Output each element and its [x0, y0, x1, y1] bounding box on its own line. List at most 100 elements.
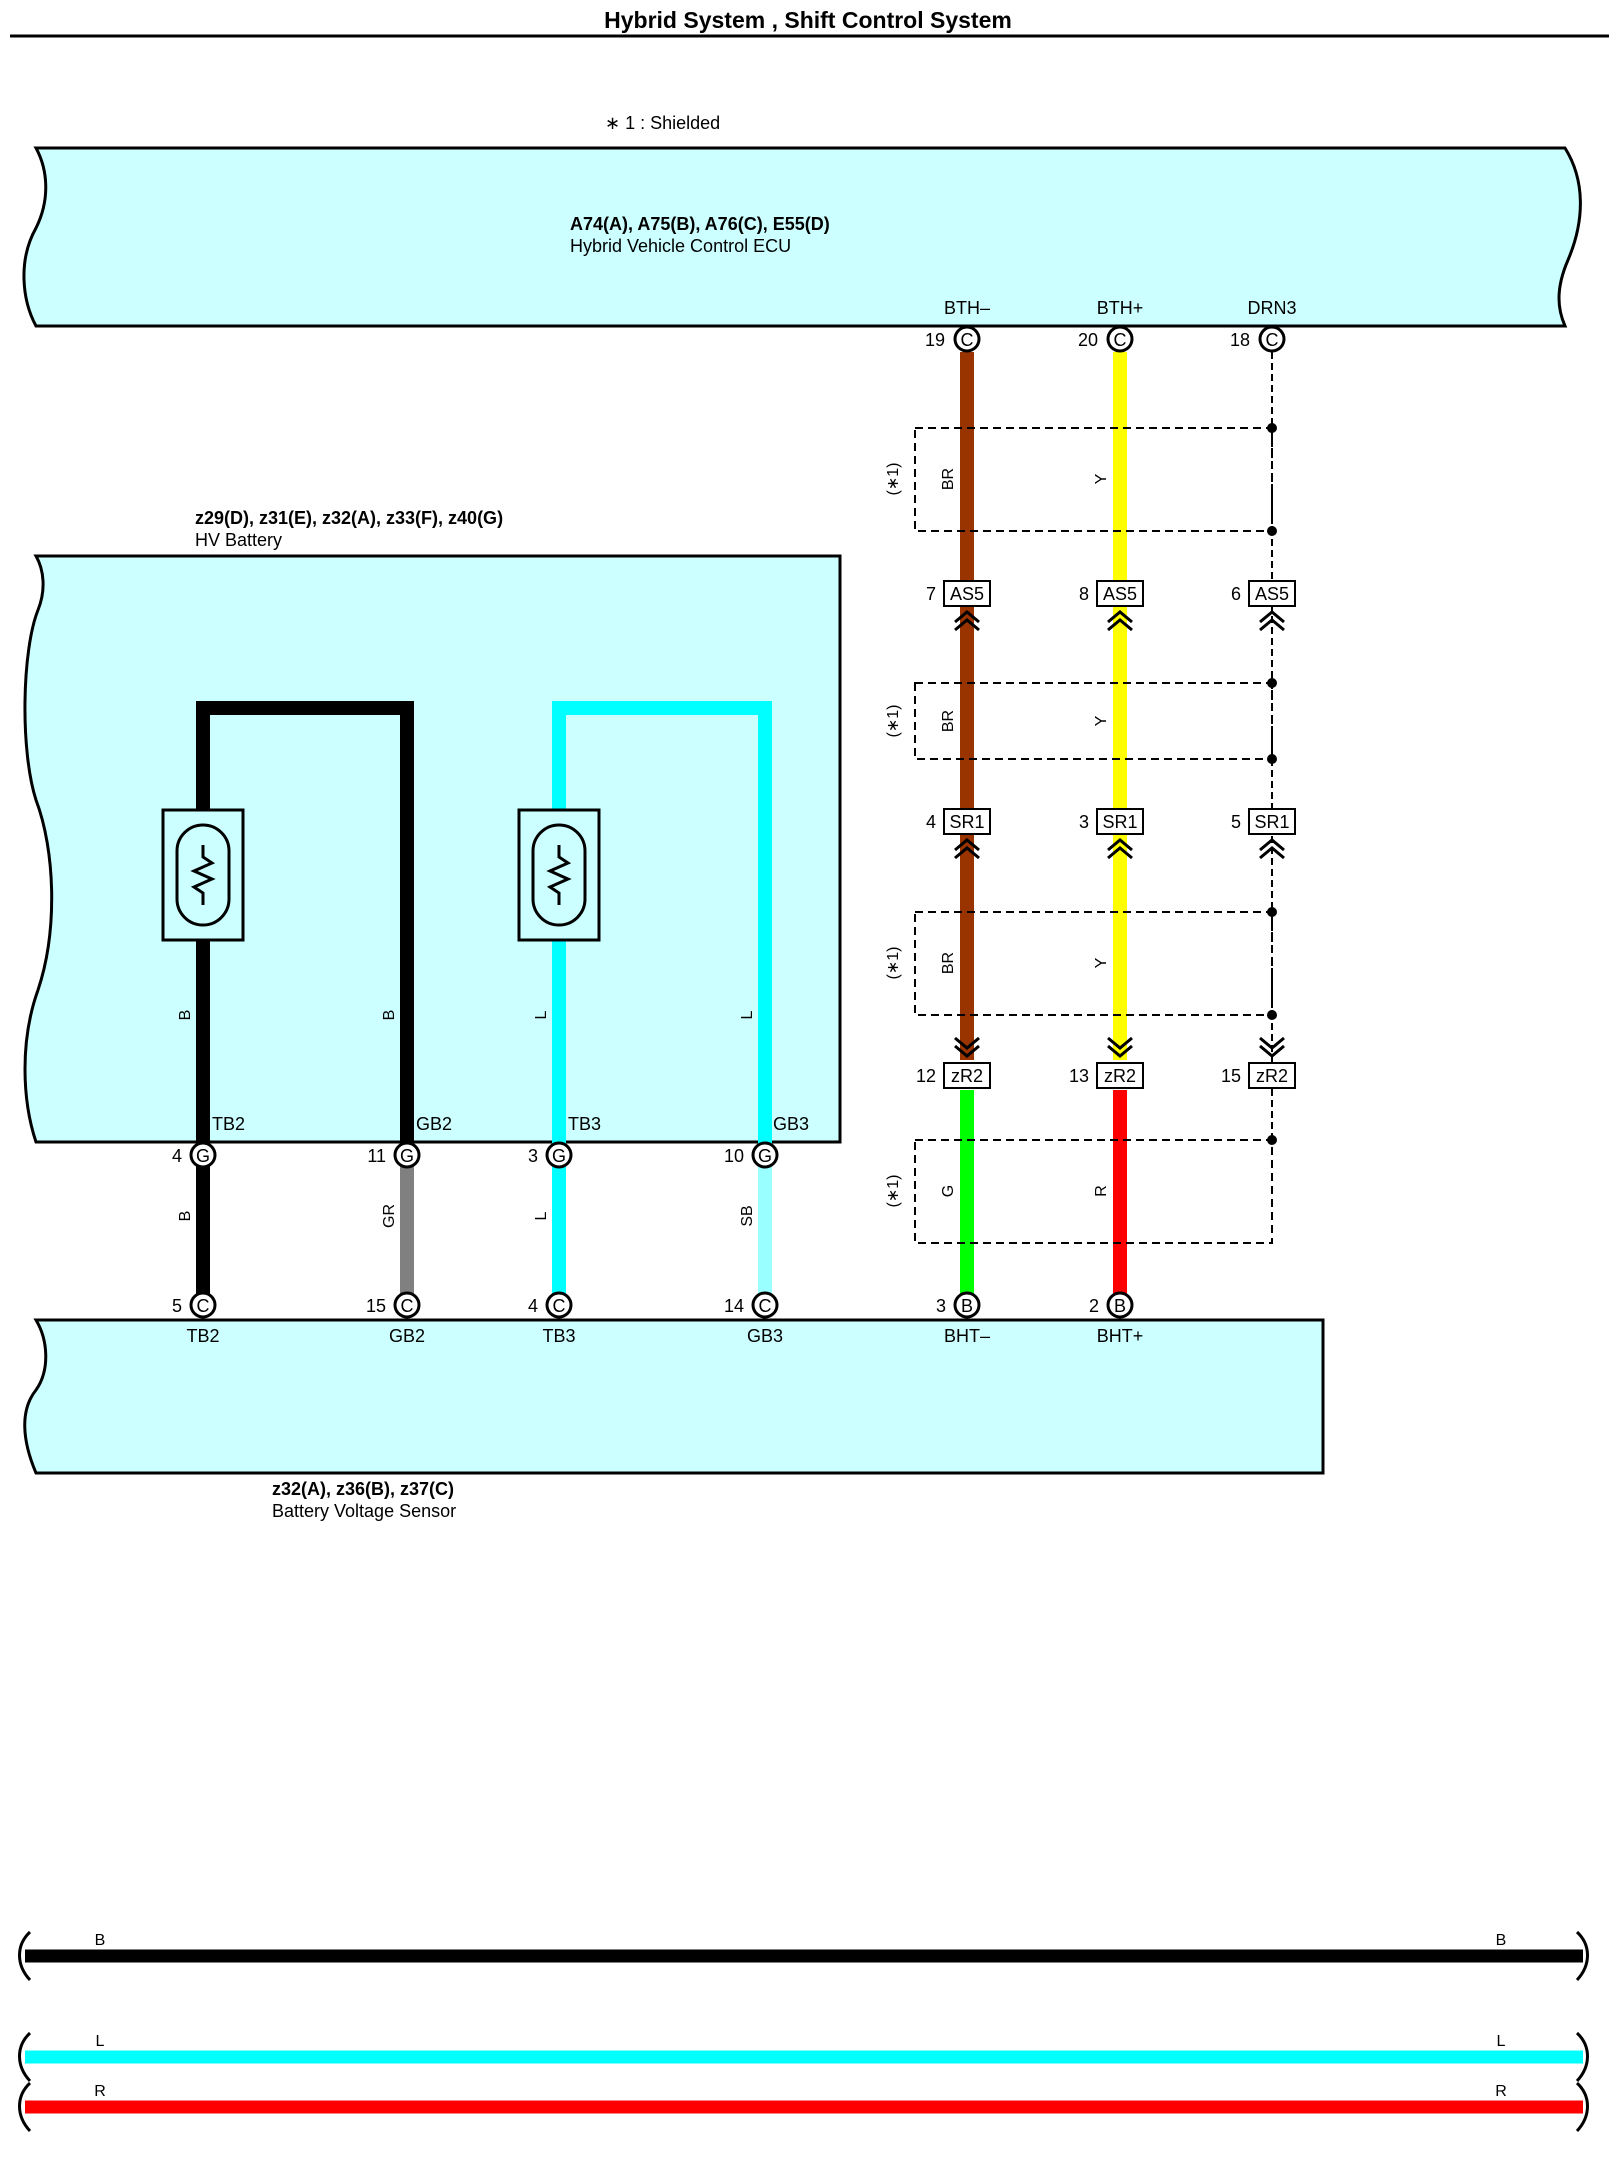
junction-connector: AS5: [1255, 584, 1289, 604]
wire-color-code: L: [533, 1211, 550, 1220]
junction-number: 7: [926, 584, 936, 604]
shield-box-2: [914, 678, 1277, 764]
ecu-box: [22, 146, 1582, 328]
pin-name: GB3: [747, 1326, 783, 1346]
pin-number: 10: [724, 1146, 744, 1166]
junction-connector: zR2: [1256, 1066, 1288, 1086]
wire-color-code: B: [381, 1010, 398, 1021]
pin-number: 2: [1089, 1296, 1099, 1316]
ecu-pin-drn3: DRN3 C 18: [1230, 298, 1297, 353]
battery-pin-gb2: GB2 G 11: [367, 1114, 452, 1169]
sensor-name: Battery Voltage Sensor: [272, 1501, 456, 1521]
pin-name: TB3: [542, 1326, 575, 1346]
pin-number: 19: [925, 330, 945, 350]
ecu-code: A74(A), A75(B), A76(C), E55(D): [570, 214, 830, 234]
sensor-pin-gb3: C 14 GB3: [724, 1291, 783, 1346]
pin-number: 18: [1230, 330, 1250, 350]
legend-code: L: [1497, 2033, 1506, 2050]
wire-color-code: Y: [1093, 715, 1110, 726]
shield-box-3: [914, 907, 1277, 1020]
shield-note: ∗ 1 : Shielded: [605, 113, 720, 133]
ecu-pin-bth-plus: BTH+ C 20: [1078, 298, 1144, 353]
junction-number: 6: [1231, 584, 1241, 604]
shield-label: (∗1): [885, 463, 902, 496]
sensor-pin-bht-plus: B 2 BHT+: [1089, 1291, 1143, 1346]
pin-name: TB2: [186, 1326, 219, 1346]
wire-color-code: Y: [1093, 957, 1110, 968]
wire-color-code: R: [1093, 1185, 1110, 1197]
pin-name: BHT–: [944, 1326, 990, 1346]
sensor-box: [23, 1318, 1325, 1475]
junction-number: 8: [1079, 584, 1089, 604]
shield-box-4: [914, 1135, 1277, 1244]
junction-number: 12: [916, 1066, 936, 1086]
shield-label: (∗1): [885, 947, 902, 980]
sensor-pin-tb2: C 5 TB2: [172, 1291, 220, 1346]
battery-pin-gb3: GB3 G 10: [724, 1114, 809, 1169]
pin-connector: C: [961, 330, 974, 350]
wire-color-code: L: [533, 1010, 550, 1019]
sensor-pin-gb2: C 15 GB2: [366, 1291, 425, 1346]
wire-color-code: B: [177, 1010, 194, 1021]
battery-name: HV Battery: [195, 530, 282, 550]
wire-color-code: B: [177, 1211, 194, 1222]
sensor-pin-bht-minus: B 3 BHT–: [936, 1291, 990, 1346]
chevron-down-icon: [954, 1036, 1285, 1058]
legend-bar-r: R R: [18, 2081, 1589, 2133]
thermistor-1-icon: [161, 808, 245, 942]
pin-connector: C: [197, 1296, 210, 1316]
legend-bar-b: B B: [18, 1930, 1589, 1982]
pin-connector: G: [758, 1146, 772, 1166]
legend-code: R: [94, 2083, 106, 2100]
junction-connector: SR1: [949, 812, 984, 832]
pin-connector: C: [401, 1296, 414, 1316]
junction-connector: SR1: [1102, 812, 1137, 832]
wire-color-code: BR: [940, 952, 957, 974]
shield-label: (∗1): [885, 1175, 902, 1208]
legend-code: L: [96, 2033, 105, 2050]
pin-number: 3: [528, 1146, 538, 1166]
junction-connector: zR2: [1104, 1066, 1136, 1086]
pin-connector: B: [961, 1296, 973, 1316]
battery-pin-tb3: TB3 G 3: [528, 1114, 601, 1169]
junction-connector: SR1: [1254, 812, 1289, 832]
pin-number: 20: [1078, 330, 1098, 350]
sensor-code: z32(A), z36(B), z37(C): [272, 1479, 454, 1499]
shield-label: (∗1): [885, 705, 902, 738]
wire-color-code: L: [739, 1010, 756, 1019]
battery-code: z29(D), z31(E), z32(A), z33(F), z40(G): [195, 508, 503, 528]
legend-code: B: [95, 1932, 106, 1949]
pin-number: 5: [172, 1296, 182, 1316]
junction-sr1: SR1 4 SR1 3 SR1 5: [926, 808, 1296, 835]
ecu-pin-bth-minus: BTH– C 19: [925, 298, 990, 353]
wire-color-code: BR: [940, 710, 957, 732]
pin-name: TB3: [568, 1114, 601, 1134]
pin-number: 4: [172, 1146, 182, 1166]
pin-name: GB2: [389, 1326, 425, 1346]
pin-connector: C: [1266, 330, 1279, 350]
legend-bar-l: L L: [18, 2031, 1589, 2083]
pin-number: 4: [528, 1296, 538, 1316]
battery-pin-tb2: TB2 G 4: [172, 1114, 245, 1169]
pin-connector: C: [553, 1296, 566, 1316]
pin-number: 15: [366, 1296, 386, 1316]
pin-name: TB2: [212, 1114, 245, 1134]
junction-connector: zR2: [951, 1066, 983, 1086]
pin-connector: G: [400, 1146, 414, 1166]
pin-number: 3: [936, 1296, 946, 1316]
junction-zr2: zR2 12 zR2 13 zR2 15: [916, 1062, 1296, 1089]
pin-name: GB2: [416, 1114, 452, 1134]
wire-color-code: GR: [381, 1204, 398, 1228]
pin-name: BTH+: [1097, 298, 1144, 318]
junction-as5: AS5 7 AS5 8 AS5 6: [926, 580, 1296, 607]
chevron-up-icon: [954, 610, 1285, 632]
sensor-pin-tb3: C 4 TB3: [528, 1291, 576, 1346]
junction-connector: AS5: [1103, 584, 1137, 604]
thermistor-2-icon: [517, 808, 601, 942]
pin-connector: G: [196, 1146, 210, 1166]
ecu-name: Hybrid Vehicle Control ECU: [570, 236, 791, 256]
page-title: Hybrid System , Shift Control System: [604, 7, 1012, 33]
pin-connector: B: [1114, 1296, 1126, 1316]
battery-box: [23, 554, 842, 1144]
